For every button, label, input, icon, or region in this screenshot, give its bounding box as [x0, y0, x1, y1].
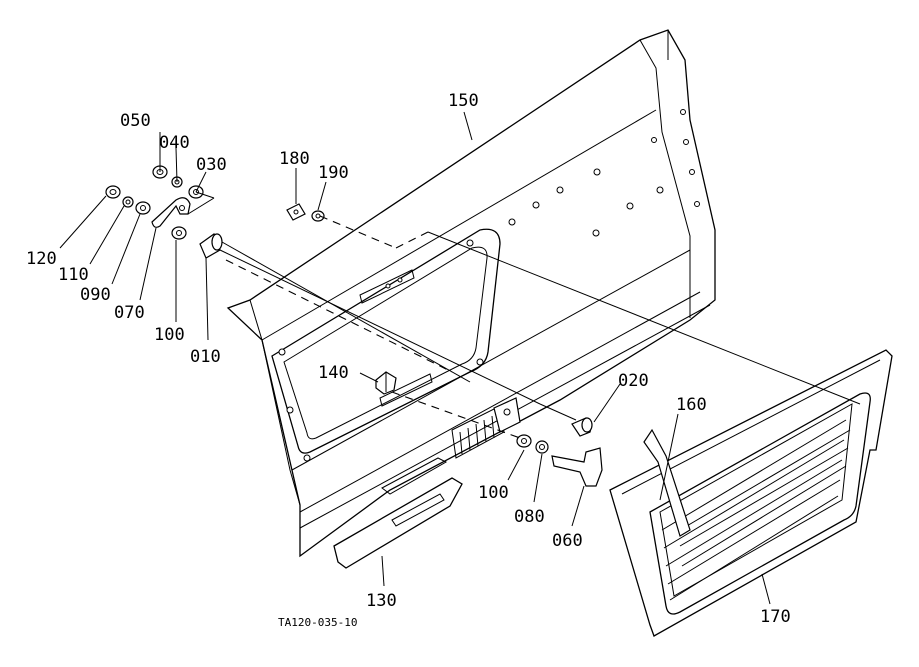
- label-100-lower: 100: [478, 483, 509, 503]
- label-100-upper: 100: [154, 325, 185, 345]
- label-120: 120: [26, 249, 57, 269]
- label-090: 090: [80, 285, 111, 305]
- label-160: 160: [676, 395, 707, 415]
- label-060: 060: [552, 531, 583, 551]
- side-panel-150: [226, 29, 716, 558]
- label-050: 050: [120, 111, 151, 131]
- reference-code: TA120-035-10: [278, 616, 357, 629]
- label-080: 080: [514, 507, 545, 527]
- hardware-parts: [105, 165, 603, 487]
- grille-panel-170: [609, 349, 893, 637]
- label-180: 180: [279, 149, 310, 169]
- part-labels: 050 040 030 120 110 090 070 100 010 180 …: [26, 91, 791, 629]
- label-070: 070: [114, 303, 145, 323]
- label-130: 130: [366, 591, 397, 611]
- label-190: 190: [318, 163, 349, 183]
- label-140: 140: [318, 363, 349, 383]
- handle-cover-130: [333, 477, 463, 569]
- label-030: 030: [196, 155, 227, 175]
- label-020: 020: [618, 371, 649, 391]
- label-040: 040: [159, 133, 190, 153]
- label-170: 170: [760, 607, 791, 627]
- label-150: 150: [448, 91, 479, 111]
- label-110: 110: [58, 265, 89, 285]
- leader-lines: [59, 111, 861, 605]
- strip-160: [643, 428, 691, 537]
- label-010: 010: [190, 347, 221, 367]
